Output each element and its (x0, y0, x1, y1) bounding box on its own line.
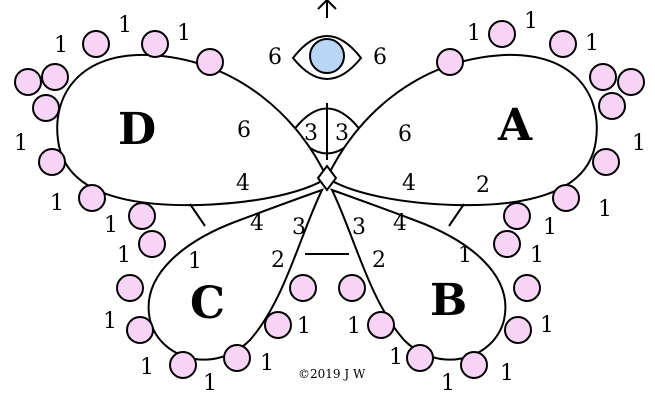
svg-text:1: 1 (530, 243, 544, 268)
head-bead (310, 39, 344, 73)
count-c-side: 2 (271, 248, 285, 273)
svg-text:1: 1 (458, 243, 472, 268)
svg-text:1: 1 (467, 21, 481, 46)
svg-text:1: 1 (118, 13, 132, 38)
count-b-inner: 3 (352, 215, 366, 240)
count-c-upper: 4 (250, 211, 264, 236)
count-d-lower: 4 (236, 171, 250, 196)
svg-text:1: 1 (598, 197, 612, 222)
svg-text:1: 1 (103, 309, 117, 334)
count-a-lower: 4 (402, 171, 416, 196)
svg-text:1: 1 (347, 314, 361, 339)
svg-text:1: 1 (632, 131, 646, 156)
count-head-right: 6 (373, 45, 387, 70)
svg-text:1: 1 (524, 9, 538, 34)
svg-text:1: 1 (140, 355, 154, 380)
svg-text:1: 1 (14, 131, 28, 156)
svg-text:1: 1 (260, 351, 274, 376)
svg-text:1: 1 (543, 215, 557, 240)
ring-label-b: B (430, 275, 467, 326)
count-b-upper: 4 (393, 211, 407, 236)
svg-text:1: 1 (50, 191, 64, 216)
svg-text:1: 1 (500, 361, 514, 386)
svg-text:1: 1 (54, 33, 68, 58)
svg-text:1: 1 (117, 243, 131, 268)
count-a-corner: 2 (476, 173, 490, 198)
count-c-inner: 3 (292, 215, 306, 240)
count-thorax-left: 3 (304, 121, 318, 146)
count-b-side: 2 (372, 248, 386, 273)
svg-text:1: 1 (203, 371, 217, 396)
count-a-inner: 6 (398, 122, 412, 147)
ring-label-a: A (497, 100, 533, 151)
svg-text:1: 1 (389, 345, 403, 370)
svg-text:1: 1 (540, 313, 554, 338)
ring-label-d: D (118, 104, 156, 155)
count-d-inner: 6 (237, 118, 251, 143)
svg-text:1: 1 (104, 213, 118, 238)
copyright-notice: ©2019 J W (298, 367, 366, 381)
svg-text:1: 1 (188, 249, 202, 274)
svg-text:1: 1 (297, 314, 311, 339)
svg-text:1: 1 (441, 371, 455, 396)
svg-text:1: 1 (177, 21, 191, 46)
start-arrow (318, 0, 336, 18)
wing-a (327, 55, 597, 205)
count-head-left: 6 (268, 45, 282, 70)
count-thorax-right: 3 (335, 121, 349, 146)
wing-d (57, 55, 327, 205)
svg-text:1: 1 (585, 31, 599, 56)
ring-label-c: C (190, 278, 225, 329)
